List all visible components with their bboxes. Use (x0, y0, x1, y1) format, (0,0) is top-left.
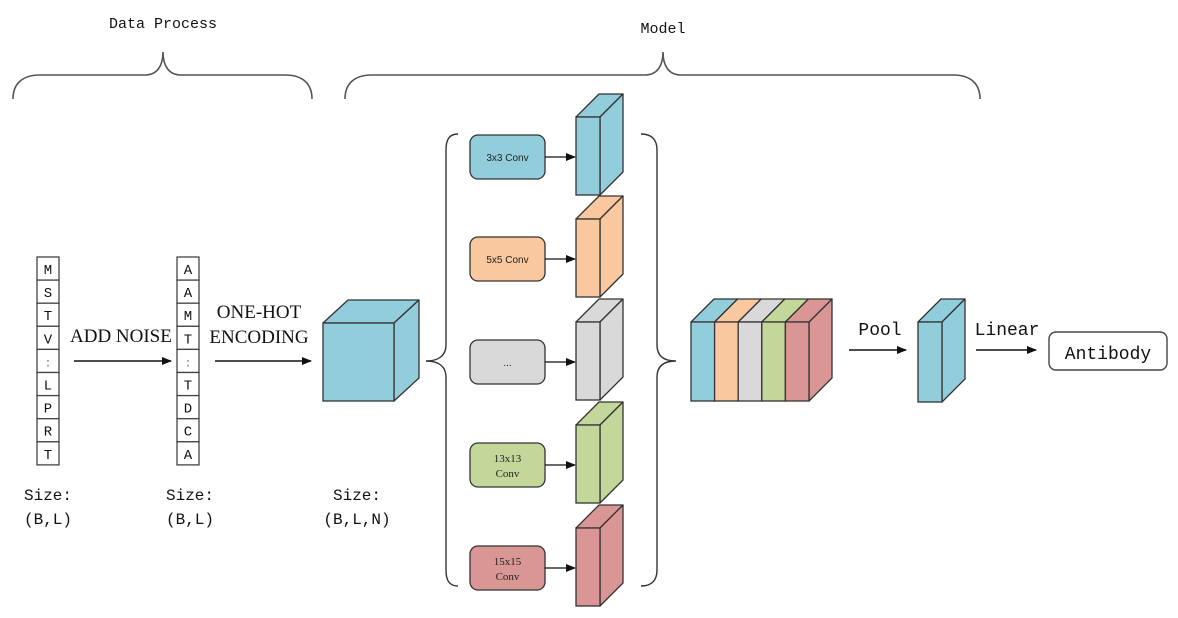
model-title: Model (640, 21, 685, 38)
input-sequence-token-cell: L (36, 371, 60, 397)
feature-map-block (575, 195, 624, 298)
pooled-block-front-face (917, 321, 943, 403)
output-label: Antibody (1065, 345, 1152, 365)
input-sequence-token: R (44, 425, 53, 441)
conv-label: 3x3 Conv (486, 153, 528, 164)
model-brace (344, 51, 981, 100)
input-sequence-token-cell: R (36, 418, 60, 443)
noisy-sequence-token-cell: T (176, 325, 200, 351)
concat-slice (713, 321, 739, 402)
concat-slice (761, 321, 787, 402)
feature-map-block-front-face (575, 218, 601, 298)
feature-map-block-front-face (575, 424, 601, 504)
noisy-sequence-token-cell: T (176, 371, 200, 397)
feature-map-block (575, 93, 624, 196)
input-sequence-token: V (44, 332, 53, 348)
pooled-block (917, 298, 966, 403)
encoded-tensor-cube (322, 299, 420, 402)
encoded-size-value: (B,L,N) (323, 511, 390, 529)
input-sequence-token-cell: M (36, 256, 60, 281)
feature-map-block-front-face (575, 116, 601, 196)
add-noise-label: ADD NOISE (70, 326, 172, 347)
conv-box (469, 545, 546, 591)
concat-slice (737, 321, 763, 402)
noisy-sequence-token: A (184, 286, 193, 302)
feature-map-block-front-face (575, 527, 601, 607)
noisy-size-label: Size: (166, 487, 214, 505)
input-sequence-token: : (44, 356, 51, 370)
conv-branch: 5x5 Conv (469, 195, 624, 298)
input-sequence-token: T (44, 448, 52, 464)
conv-label: ... (503, 358, 511, 369)
feature-map-block (575, 298, 624, 401)
pooled-tensor (917, 298, 966, 403)
noisy-sequence-token-cell: C (176, 418, 200, 443)
feature-map-block (575, 401, 624, 504)
feature-map-block (575, 504, 624, 607)
conv-label-line2: Conv (496, 468, 520, 480)
noisy-sequence-token: : (184, 356, 191, 370)
conv-branch: 3x3 Conv (469, 93, 624, 196)
input-sequence-token-cell: T (36, 441, 60, 466)
noisy-sequence-token-cell: D (176, 394, 200, 420)
conv-label-line2: Conv (496, 571, 520, 583)
conv-box (469, 442, 546, 488)
conv-label: 15x15 (494, 556, 522, 568)
noisy-sequence-token: A (184, 263, 193, 279)
one-hot-label-line2: ENCODING (209, 327, 308, 348)
input-size-label: Size: (24, 487, 72, 505)
concat-slice (784, 321, 810, 402)
noisy-sequence-token: T (184, 379, 192, 395)
conv-stack-left-brace (425, 133, 459, 587)
conv-branch: ... (469, 298, 624, 401)
one-hot-label-line1: ONE-HOT (217, 302, 302, 323)
input-sequence-token-cell: V (36, 325, 60, 351)
encoded-cube (322, 299, 420, 402)
input-sequence-token: T (44, 309, 52, 325)
noisy-sequence-token: A (184, 448, 193, 464)
encoded-cube-front-face (322, 322, 395, 402)
noisy-sequence-token: D (184, 402, 192, 418)
feature-map-block-front-face (575, 321, 601, 401)
noisy-sequence-token-cell: : (176, 348, 200, 374)
noisy-sequence-token-cell: A (176, 256, 200, 281)
input-sequence-token: L (44, 379, 52, 395)
concatenated-tensor (690, 298, 833, 402)
noisy-sequence-token: M (184, 309, 192, 325)
input-sequence-token: P (44, 402, 52, 418)
pool-label: Pool (858, 321, 901, 341)
input-sequence-token-cell: P (36, 394, 60, 420)
input-sequence-token-cell: : (36, 348, 60, 374)
input-size-value: (B,L) (24, 511, 72, 529)
conv-label: 5x5 Conv (486, 255, 528, 266)
linear-label: Linear (975, 321, 1040, 341)
data-process-title: Data Process (109, 16, 217, 33)
conv-label: 13x13 (494, 453, 522, 465)
input-sequence-token-cell: T (36, 302, 60, 327)
input-sequence-token-cell: S (36, 279, 60, 304)
input-sequence-token: S (44, 286, 52, 302)
noisy-sequence-token-cell: M (176, 302, 200, 327)
input-sequence-token: M (44, 263, 52, 279)
noisy-sequence-token-cell: A (176, 441, 200, 466)
noisy-sequence-token-cell: A (176, 279, 200, 304)
data-process-brace (12, 51, 313, 100)
encoded-size-label: Size: (333, 487, 381, 505)
noisy-sequence-token: T (184, 332, 192, 348)
noisy-size-value: (B,L) (166, 511, 214, 529)
concat-slice (690, 321, 716, 402)
output-box (1048, 331, 1168, 371)
conv-stack-right-brace (640, 133, 677, 587)
noisy-sequence-token: C (184, 425, 192, 441)
